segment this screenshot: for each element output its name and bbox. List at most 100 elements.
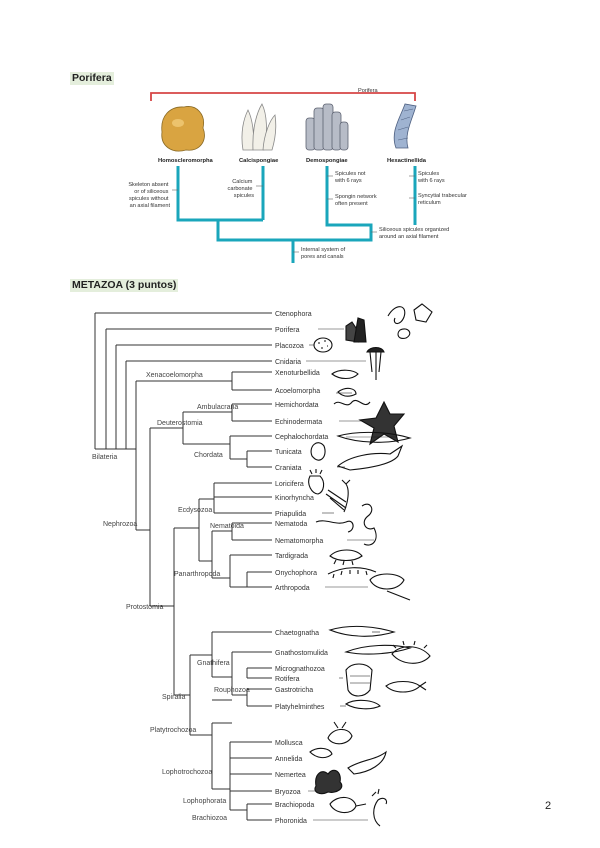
porifera-icon xyxy=(345,317,367,343)
taxon-cephalochordata: Cephalochordata xyxy=(275,434,328,441)
tree-branches xyxy=(94,312,272,821)
hemichordata-icon xyxy=(333,400,371,406)
bracket-label: Porifera xyxy=(358,88,378,94)
nematoda-icon xyxy=(315,520,354,533)
taxon-priapulida: Priapulida xyxy=(275,511,306,518)
calcispongiae-note: Calcium carbonate spicules xyxy=(228,179,255,199)
taxon-arthropoda: Arthropoda xyxy=(275,585,310,592)
clade-chordata: Chordata xyxy=(194,452,223,459)
taxon-rotifera: Rotifera xyxy=(275,676,300,683)
demospongiae-note: Spicules not with 6 rays xyxy=(334,171,367,184)
bryozoa-icon xyxy=(314,769,343,795)
placozoa-icon xyxy=(313,337,333,353)
platyhelminthes-icon xyxy=(344,699,381,710)
clade-xenacoelomorpha: Xenacoelomorpha xyxy=(146,372,203,379)
brachiopoda-icon xyxy=(329,796,367,814)
porifera-diagram: Porifera Homoscleromorpha Calcispongiae … xyxy=(128,88,468,263)
taxon-cnidaria: Cnidaria xyxy=(275,359,301,366)
xenoturbellida-icon xyxy=(331,369,359,380)
clade-bilateria: Bilateria xyxy=(92,454,117,461)
porifera-heading: Porifera xyxy=(70,72,114,85)
clade-gnathifera: Gnathifera xyxy=(197,660,230,667)
taxon-porifera: Porifera xyxy=(275,327,300,334)
arthropoda-icon xyxy=(369,573,411,601)
taxon-nematoda: Nematoda xyxy=(275,521,307,528)
taxon-tunicata: Tunicata xyxy=(275,449,302,456)
clade-nematoida: Nematoida xyxy=(210,523,244,530)
metazoa-heading: METAZOA (3 puntos) xyxy=(70,279,179,292)
taxon-tardigrada: Tardigrada xyxy=(275,553,308,560)
nemertea-icon xyxy=(347,750,387,775)
hexactinellida-sponge-icon xyxy=(393,103,417,149)
taxon-echinodermata: Echinodermata xyxy=(275,419,322,426)
mollusca-icon xyxy=(327,721,353,745)
leader-lines xyxy=(306,328,374,821)
onychophora-icon xyxy=(327,567,377,579)
phoronida-icon xyxy=(371,788,388,827)
calcispongiae-label: Calcispongiae xyxy=(239,158,279,164)
rotifera-icon xyxy=(345,663,373,697)
kinorhyncha-icon xyxy=(325,489,347,511)
clade-labels: Xenacoelomorpha Ambulacraria Deuterostom… xyxy=(92,372,250,822)
taxon-micrognathozoa: Micrognathozoa xyxy=(275,666,325,673)
hexactinellida-note-2: Syncytial trabecular reticulum xyxy=(418,193,468,206)
clade-panarthropoda: Panarthropoda xyxy=(174,571,220,578)
calcispongiae-sponge-icon xyxy=(241,103,277,151)
homoscleromorpha-label: Homoscleromorpha xyxy=(158,158,214,164)
page-number: 2 xyxy=(545,800,552,812)
craniata-icon xyxy=(336,444,404,471)
annelida-icon xyxy=(309,747,333,759)
taxon-gnathostomulida: Gnathostomulida xyxy=(275,650,328,657)
taxon-acoelomorpha: Acoelomorpha xyxy=(275,388,320,395)
taxon-mollusca: Mollusca xyxy=(275,740,303,747)
siliceous-note: Siliceous spicules organized around an a… xyxy=(379,227,451,240)
taxon-nematomorpha: Nematomorpha xyxy=(275,538,323,545)
demospongiae-note-2: Spongin network often present xyxy=(335,194,378,207)
chaetognatha-icon xyxy=(328,625,396,637)
demospongiae-sponge-icon xyxy=(305,103,349,151)
taxon-kinorhyncha: Kinorhyncha xyxy=(275,495,314,502)
taxon-labels: Ctenophora Porifera Placozoa Cnidaria Xe… xyxy=(275,311,328,825)
taxon-onychophora: Onychophora xyxy=(275,570,317,577)
loricifera-icon xyxy=(308,469,325,495)
clade-lophophorata: Lophophorata xyxy=(183,798,226,805)
organism-illustrations xyxy=(308,303,433,827)
tardigrada-icon xyxy=(329,549,363,566)
taxon-placozoa: Placozoa xyxy=(275,343,304,350)
taxon-ctenophora: Ctenophora xyxy=(275,311,312,318)
micrognathozoa-icon xyxy=(391,640,431,664)
clade-protostomia: Protostomia xyxy=(126,604,163,611)
taxon-annelida: Annelida xyxy=(275,756,302,763)
homoscleromorpha-sponge-icon xyxy=(161,106,205,152)
cephalochordata-icon xyxy=(336,431,412,443)
clade-platytrochozoa: Platytrochozoa xyxy=(150,727,196,734)
homoscleromorpha-note: Skeleton absent or of siliceous spicules… xyxy=(128,182,170,209)
taxon-brachiopoda: Brachiopoda xyxy=(275,802,314,809)
clade-rouphozoa: Rouphozoa xyxy=(214,687,250,694)
clade-brachiozoa: Brachiozoa xyxy=(192,815,227,822)
clade-nephrozoa: Nephrozoa xyxy=(103,521,137,528)
taxon-craniata: Craniata xyxy=(275,465,302,472)
gastrotricha-icon xyxy=(385,680,427,693)
root-note: Internal system of pores and canals xyxy=(301,247,347,260)
clade-lophotrochozoa: Lophotrochozoa xyxy=(162,769,212,776)
clade-deuterostomia: Deuterostomia xyxy=(157,420,203,427)
echinodermata-icon xyxy=(358,400,406,446)
clade-spiralia: Spiralia xyxy=(162,694,185,701)
tunicata-icon xyxy=(310,442,326,461)
taxon-chaetognatha: Chaetognatha xyxy=(275,630,319,637)
taxon-xenoturbellida: Xenoturbellida xyxy=(275,370,320,377)
taxon-nemertea: Nemertea xyxy=(275,772,306,779)
priapulida-icon xyxy=(341,479,351,513)
ctenophora-icon xyxy=(387,303,433,339)
nematomorpha-icon xyxy=(361,503,377,546)
cnidaria-icon xyxy=(366,346,385,380)
hexactinellida-note: Spicules with 6 rays xyxy=(417,171,445,184)
taxon-phoronida: Phoronida xyxy=(275,818,307,825)
taxon-gastrotricha: Gastrotricha xyxy=(275,687,313,694)
taxon-bryozoa: Bryozoa xyxy=(275,789,301,796)
clade-ambulacraria: Ambulacraria xyxy=(197,404,238,411)
taxon-loricifera: Loricifera xyxy=(275,481,304,488)
porifera-bracket xyxy=(150,92,416,101)
